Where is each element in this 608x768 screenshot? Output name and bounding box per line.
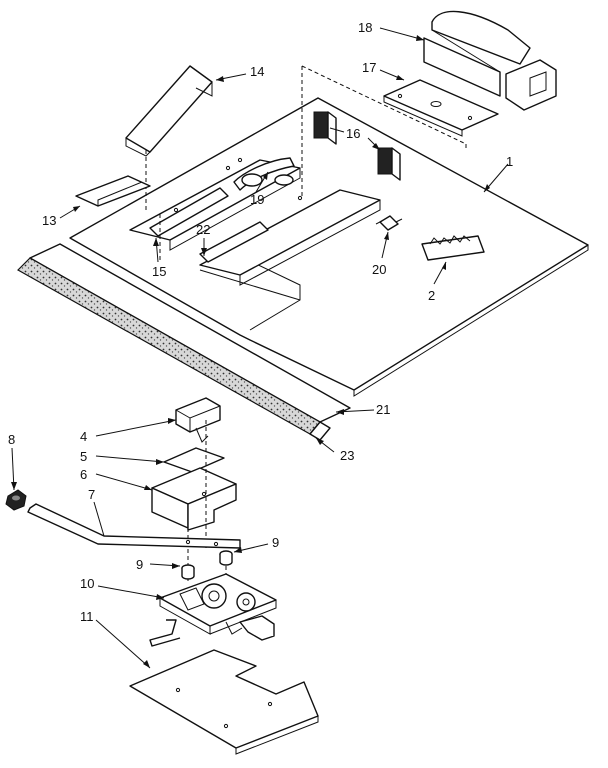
callout-18: 18 [358,20,372,35]
callout-7: 7 [88,487,95,502]
callout-20: 20 [372,262,386,277]
callout-16: 16 [346,126,360,141]
part-9-bushing-left [181,564,195,580]
alignment-lines-upper [301,65,467,196]
part-19-burner-tube [233,157,295,191]
callout-13: 13 [42,213,56,228]
callout-6: 6 [80,467,87,482]
callout-1: 1 [506,154,513,169]
callout-23: 23 [340,448,354,463]
part-6-bracket [151,467,237,531]
callout-17: 17 [362,60,376,75]
callout-5: 5 [80,449,87,464]
part-20-clip [375,215,403,231]
part-16-brackets [313,111,401,181]
part-9-bushing-right [219,550,233,566]
part-7-shaft [27,503,241,549]
part-5-plate [163,447,225,473]
callout-11: 11 [80,609,94,624]
callout-9-left: 9 [136,557,143,572]
part-15-duct [149,187,229,237]
part-11-bottom-plate [129,649,319,755]
callout-2: 2 [428,288,435,303]
part-8-knob [5,489,27,511]
callout-15: 15 [152,264,166,279]
leader-lines [11,27,509,669]
part-4-switch [175,397,221,443]
part-22-duct-strip [199,221,269,263]
callout-8: 8 [8,432,15,447]
callout-10: 10 [80,576,94,591]
part-10-mechanism [149,573,277,647]
callout-9-right: 9 [272,535,279,550]
callout-14: 14 [250,64,264,79]
callout-19: 19 [250,192,264,207]
callout-labels: 1 2 4 5 6 7 8 9 9 10 11 13 14 15 16 17 1… [8,20,513,624]
callout-21: 21 [376,402,390,417]
callout-22: 22 [196,222,210,237]
part-2-terminal-block [421,235,485,261]
part-18-motor [423,10,557,111]
callout-4: 4 [80,429,87,444]
part-13-baffle [75,175,151,207]
part-21-front-trim [17,243,351,441]
part-14-vent-cover [125,65,213,157]
part-17-mounting-plate [383,79,499,137]
